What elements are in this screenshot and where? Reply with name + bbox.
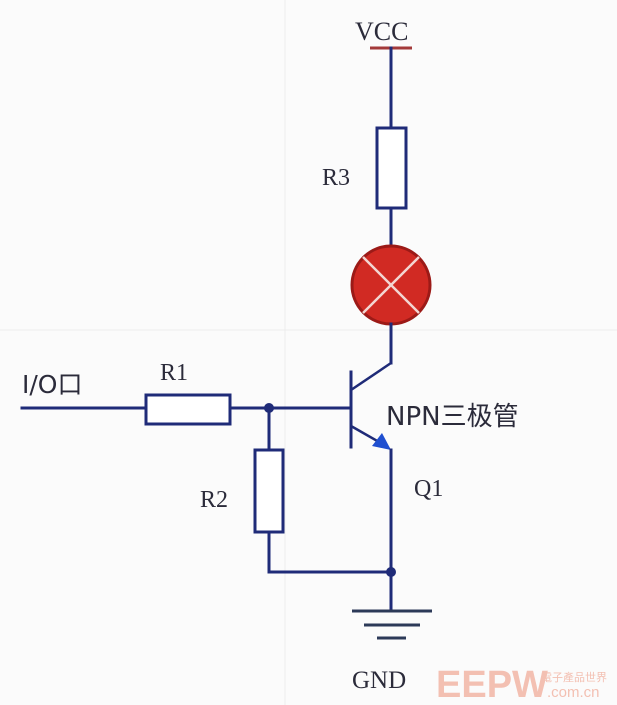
resistor-r2 <box>253 448 285 534</box>
watermark-brand: EEPW <box>436 664 548 705</box>
transistor-label: NPN三极管 <box>386 402 519 432</box>
io-port-label: I/O口 <box>22 370 82 399</box>
r3-label: R3 <box>322 165 350 191</box>
resistor-r3 <box>375 126 408 210</box>
resistor-r1 <box>144 393 232 426</box>
watermark-domain: .com.cn <box>547 684 600 701</box>
lamp-icon <box>350 244 432 326</box>
watermark-chinese: 電子產品世界 <box>541 670 607 684</box>
npn-transistor-icon <box>349 361 392 450</box>
q1-label: Q1 <box>414 476 443 502</box>
r2-label: R2 <box>200 487 228 513</box>
ground-icon <box>352 609 432 640</box>
vcc-label: VCC <box>355 17 408 46</box>
eepw-watermark-logo: EEPW 電子產品世界 .com.cn <box>436 664 607 705</box>
junction-gnd <box>386 567 396 577</box>
r1-label: R1 <box>160 360 188 386</box>
gnd-label: GND <box>352 667 406 694</box>
